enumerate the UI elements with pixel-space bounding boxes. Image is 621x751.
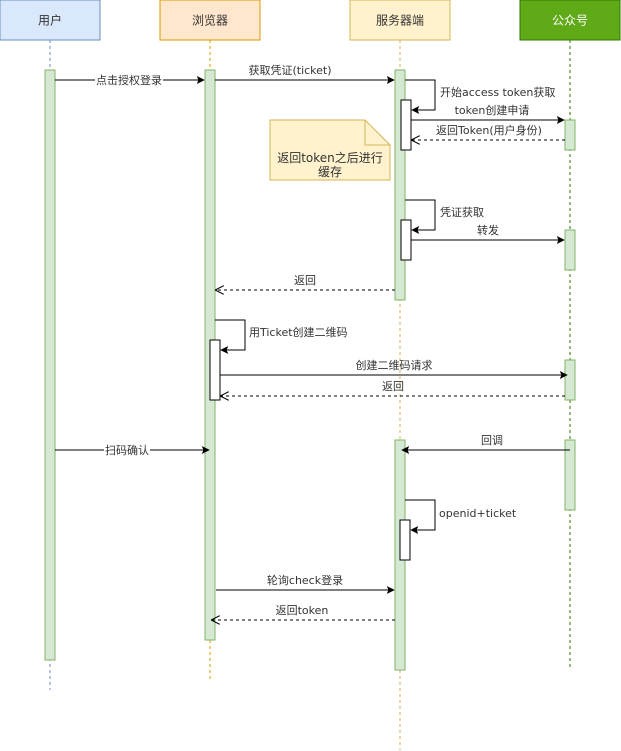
participant-wx[interactable]: 公众号 [519, 0, 621, 41]
message-token-create-request[interactable]: token创建申请 [411, 103, 565, 124]
message-label: 转发 [477, 223, 499, 237]
message-openid-ticket[interactable]: openid+ticket [405, 499, 517, 534]
message-label: 返回Token(用户身份) [436, 123, 542, 137]
message-label: 轮询check登录 [267, 573, 343, 587]
activation-wx-2 [564, 229, 576, 271]
participant-user-label: 用户 [38, 13, 62, 28]
note-line-1: 返回token之后进行 [277, 151, 383, 165]
message-label: 返回token [276, 604, 329, 617]
message-label: token创建申请 [455, 103, 530, 117]
participant-browser-label: 浏览器 [192, 13, 228, 28]
message-label: 凭证获取 [440, 205, 484, 219]
activation-wx-1 [564, 119, 576, 151]
participant-wx-label: 公众号 [552, 14, 588, 28]
message-label: 获取凭证(ticket) [248, 63, 331, 77]
activation-user [44, 69, 56, 661]
message-callback[interactable]: 回调 [401, 434, 570, 454]
participant-user[interactable]: 用户 [0, 0, 101, 41]
activation-server-nested-1 [400, 99, 412, 151]
message-return-2[interactable]: 返回 [221, 380, 565, 396]
note-cache: 返回token之后进行 缓存 [269, 119, 391, 181]
message-label: 用Ticket创建二维码 [249, 325, 348, 339]
message-label: 扫码确认 [105, 444, 149, 457]
message-create-qrcode-request[interactable]: 创建二维码请求 [220, 358, 568, 379]
message-label: 返回 [382, 380, 404, 393]
message-start-access-token[interactable]: 开始access token获取 [405, 79, 555, 114]
activation-wx-4 [564, 439, 576, 511]
message-return-token-identity[interactable]: 返回Token(用户身份) [412, 123, 565, 140]
activation-server-nested-3 [399, 519, 411, 561]
activation-browser-nested [209, 339, 221, 401]
message-label: 开始access token获取 [440, 85, 555, 99]
message-poll-check-login[interactable]: 轮询check登录 [216, 573, 395, 594]
participant-server-label: 服务器端 [376, 13, 424, 28]
participant-browser[interactable]: 浏览器 [159, 0, 261, 41]
message-return-token[interactable]: 返回token [212, 604, 395, 620]
message-click-auth-login[interactable]: 点击授权登录 [55, 73, 205, 87]
participant-server[interactable]: 服务器端 [349, 0, 451, 41]
message-return-1[interactable]: 返回 [216, 274, 395, 290]
message-label: 点击授权登录 [96, 73, 162, 87]
message-ticket-fetch[interactable]: 凭证获取 [405, 199, 484, 234]
message-create-qrcode-with-ticket[interactable]: 用Ticket创建二维码 [215, 319, 348, 354]
activation-server-1 [394, 69, 406, 301]
message-label: 返回 [294, 274, 316, 287]
message-scan-confirm[interactable]: 扫码确认 [55, 443, 210, 457]
activation-server-nested-2 [400, 219, 412, 261]
activation-wx-3 [564, 359, 576, 401]
note-line-2: 缓存 [318, 165, 342, 179]
message-get-ticket[interactable]: 获取凭证(ticket) [215, 63, 395, 84]
message-label: 创建二维码请求 [356, 358, 433, 372]
message-forward[interactable]: 转发 [411, 223, 565, 244]
message-label: 回调 [481, 434, 503, 447]
message-label: openid+ticket [439, 507, 517, 520]
